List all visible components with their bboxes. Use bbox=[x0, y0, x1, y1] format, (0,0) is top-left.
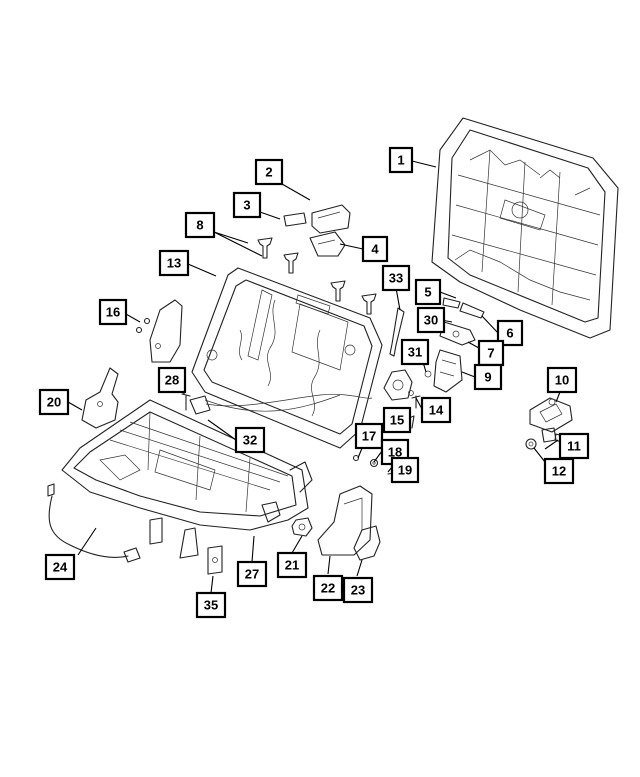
callout-label: 11 bbox=[567, 439, 581, 454]
callout-13: 13 bbox=[158, 249, 190, 277]
callout-label: 24 bbox=[53, 560, 68, 575]
callout-5: 5 bbox=[414, 278, 442, 306]
callout-3: 3 bbox=[232, 191, 262, 219]
callout-label: 16 bbox=[106, 305, 120, 320]
callout-20: 20 bbox=[38, 388, 70, 416]
callout-22: 22 bbox=[312, 574, 344, 602]
callout-17: 17 bbox=[354, 422, 384, 450]
callout-label: 20 bbox=[47, 395, 61, 410]
callout-label: 3 bbox=[243, 198, 250, 213]
recliner-cover bbox=[353, 525, 381, 561]
callout-21: 21 bbox=[276, 551, 308, 579]
callout-label: 35 bbox=[204, 598, 218, 613]
seat-back-frame bbox=[191, 267, 383, 449]
callout-15: 15 bbox=[382, 406, 412, 434]
callout-label: 2 bbox=[265, 165, 272, 180]
callout-label: 7 bbox=[487, 346, 494, 361]
callout-label: 15 bbox=[390, 413, 404, 428]
callout-23: 23 bbox=[342, 576, 374, 604]
callout-label: 14 bbox=[429, 403, 444, 418]
side-trim-panel bbox=[81, 367, 119, 429]
headrest-guide-parts bbox=[283, 204, 351, 257]
small-fasteners bbox=[352, 395, 421, 475]
callout-14: 14 bbox=[420, 396, 452, 424]
callout-label: 32 bbox=[243, 433, 257, 448]
callout-1: 1 bbox=[388, 146, 414, 174]
cable-assembly bbox=[47, 483, 141, 563]
callout-label: 12 bbox=[552, 464, 566, 479]
callout-label: 27 bbox=[245, 567, 259, 582]
callout-label: 30 bbox=[424, 313, 438, 328]
callout-31: 31 bbox=[400, 338, 430, 366]
release-cable bbox=[189, 393, 373, 415]
callout-label: 6 bbox=[506, 326, 513, 341]
leader-lines bbox=[67, 160, 561, 594]
callout-label: 28 bbox=[165, 373, 179, 388]
callout-label: 21 bbox=[285, 558, 299, 573]
callout-label: 31 bbox=[408, 345, 422, 360]
callout-label: 10 bbox=[555, 373, 569, 388]
latch-bracket bbox=[383, 349, 463, 401]
callout-label: 17 bbox=[362, 429, 376, 444]
callout-label: 9 bbox=[484, 370, 491, 385]
callout-12: 12 bbox=[543, 457, 575, 485]
callout-label: 13 bbox=[167, 256, 181, 271]
callout-35: 35 bbox=[195, 591, 227, 619]
callout-28: 28 bbox=[157, 366, 187, 394]
hinge-cover bbox=[149, 299, 183, 363]
side-shield bbox=[317, 485, 373, 556]
callout-label: 22 bbox=[321, 581, 335, 596]
callout-10: 10 bbox=[546, 366, 578, 394]
callout-label: 5 bbox=[424, 285, 431, 300]
seat-back-panel bbox=[431, 117, 619, 339]
release-rod bbox=[389, 307, 405, 357]
callout-9: 9 bbox=[473, 363, 503, 391]
callout-label: 18 bbox=[388, 445, 402, 460]
callout-4: 4 bbox=[361, 235, 389, 263]
callout-label: 1 bbox=[397, 153, 404, 168]
callout-30: 30 bbox=[416, 306, 446, 334]
callout-label: 4 bbox=[371, 242, 379, 257]
callout-27: 27 bbox=[236, 560, 268, 588]
callout-2: 2 bbox=[254, 158, 284, 186]
callout-11: 11 bbox=[558, 432, 590, 460]
callout-16: 16 bbox=[98, 298, 128, 326]
callout-32: 32 bbox=[234, 426, 266, 454]
screw-28 bbox=[181, 393, 191, 411]
callout-7: 7 bbox=[477, 339, 505, 367]
striker-bracket bbox=[529, 397, 573, 433]
headrest-pins bbox=[257, 237, 377, 315]
callout-label: 33 bbox=[389, 271, 403, 286]
nut-21 bbox=[291, 517, 313, 537]
callout-label: 19 bbox=[398, 463, 412, 478]
callout-8: 8 bbox=[184, 211, 216, 239]
callout-33: 33 bbox=[381, 264, 411, 292]
callout-19: 19 bbox=[390, 456, 420, 484]
callout-label: 23 bbox=[351, 583, 365, 598]
callout-label: 8 bbox=[196, 218, 203, 233]
callout-24: 24 bbox=[44, 553, 76, 581]
